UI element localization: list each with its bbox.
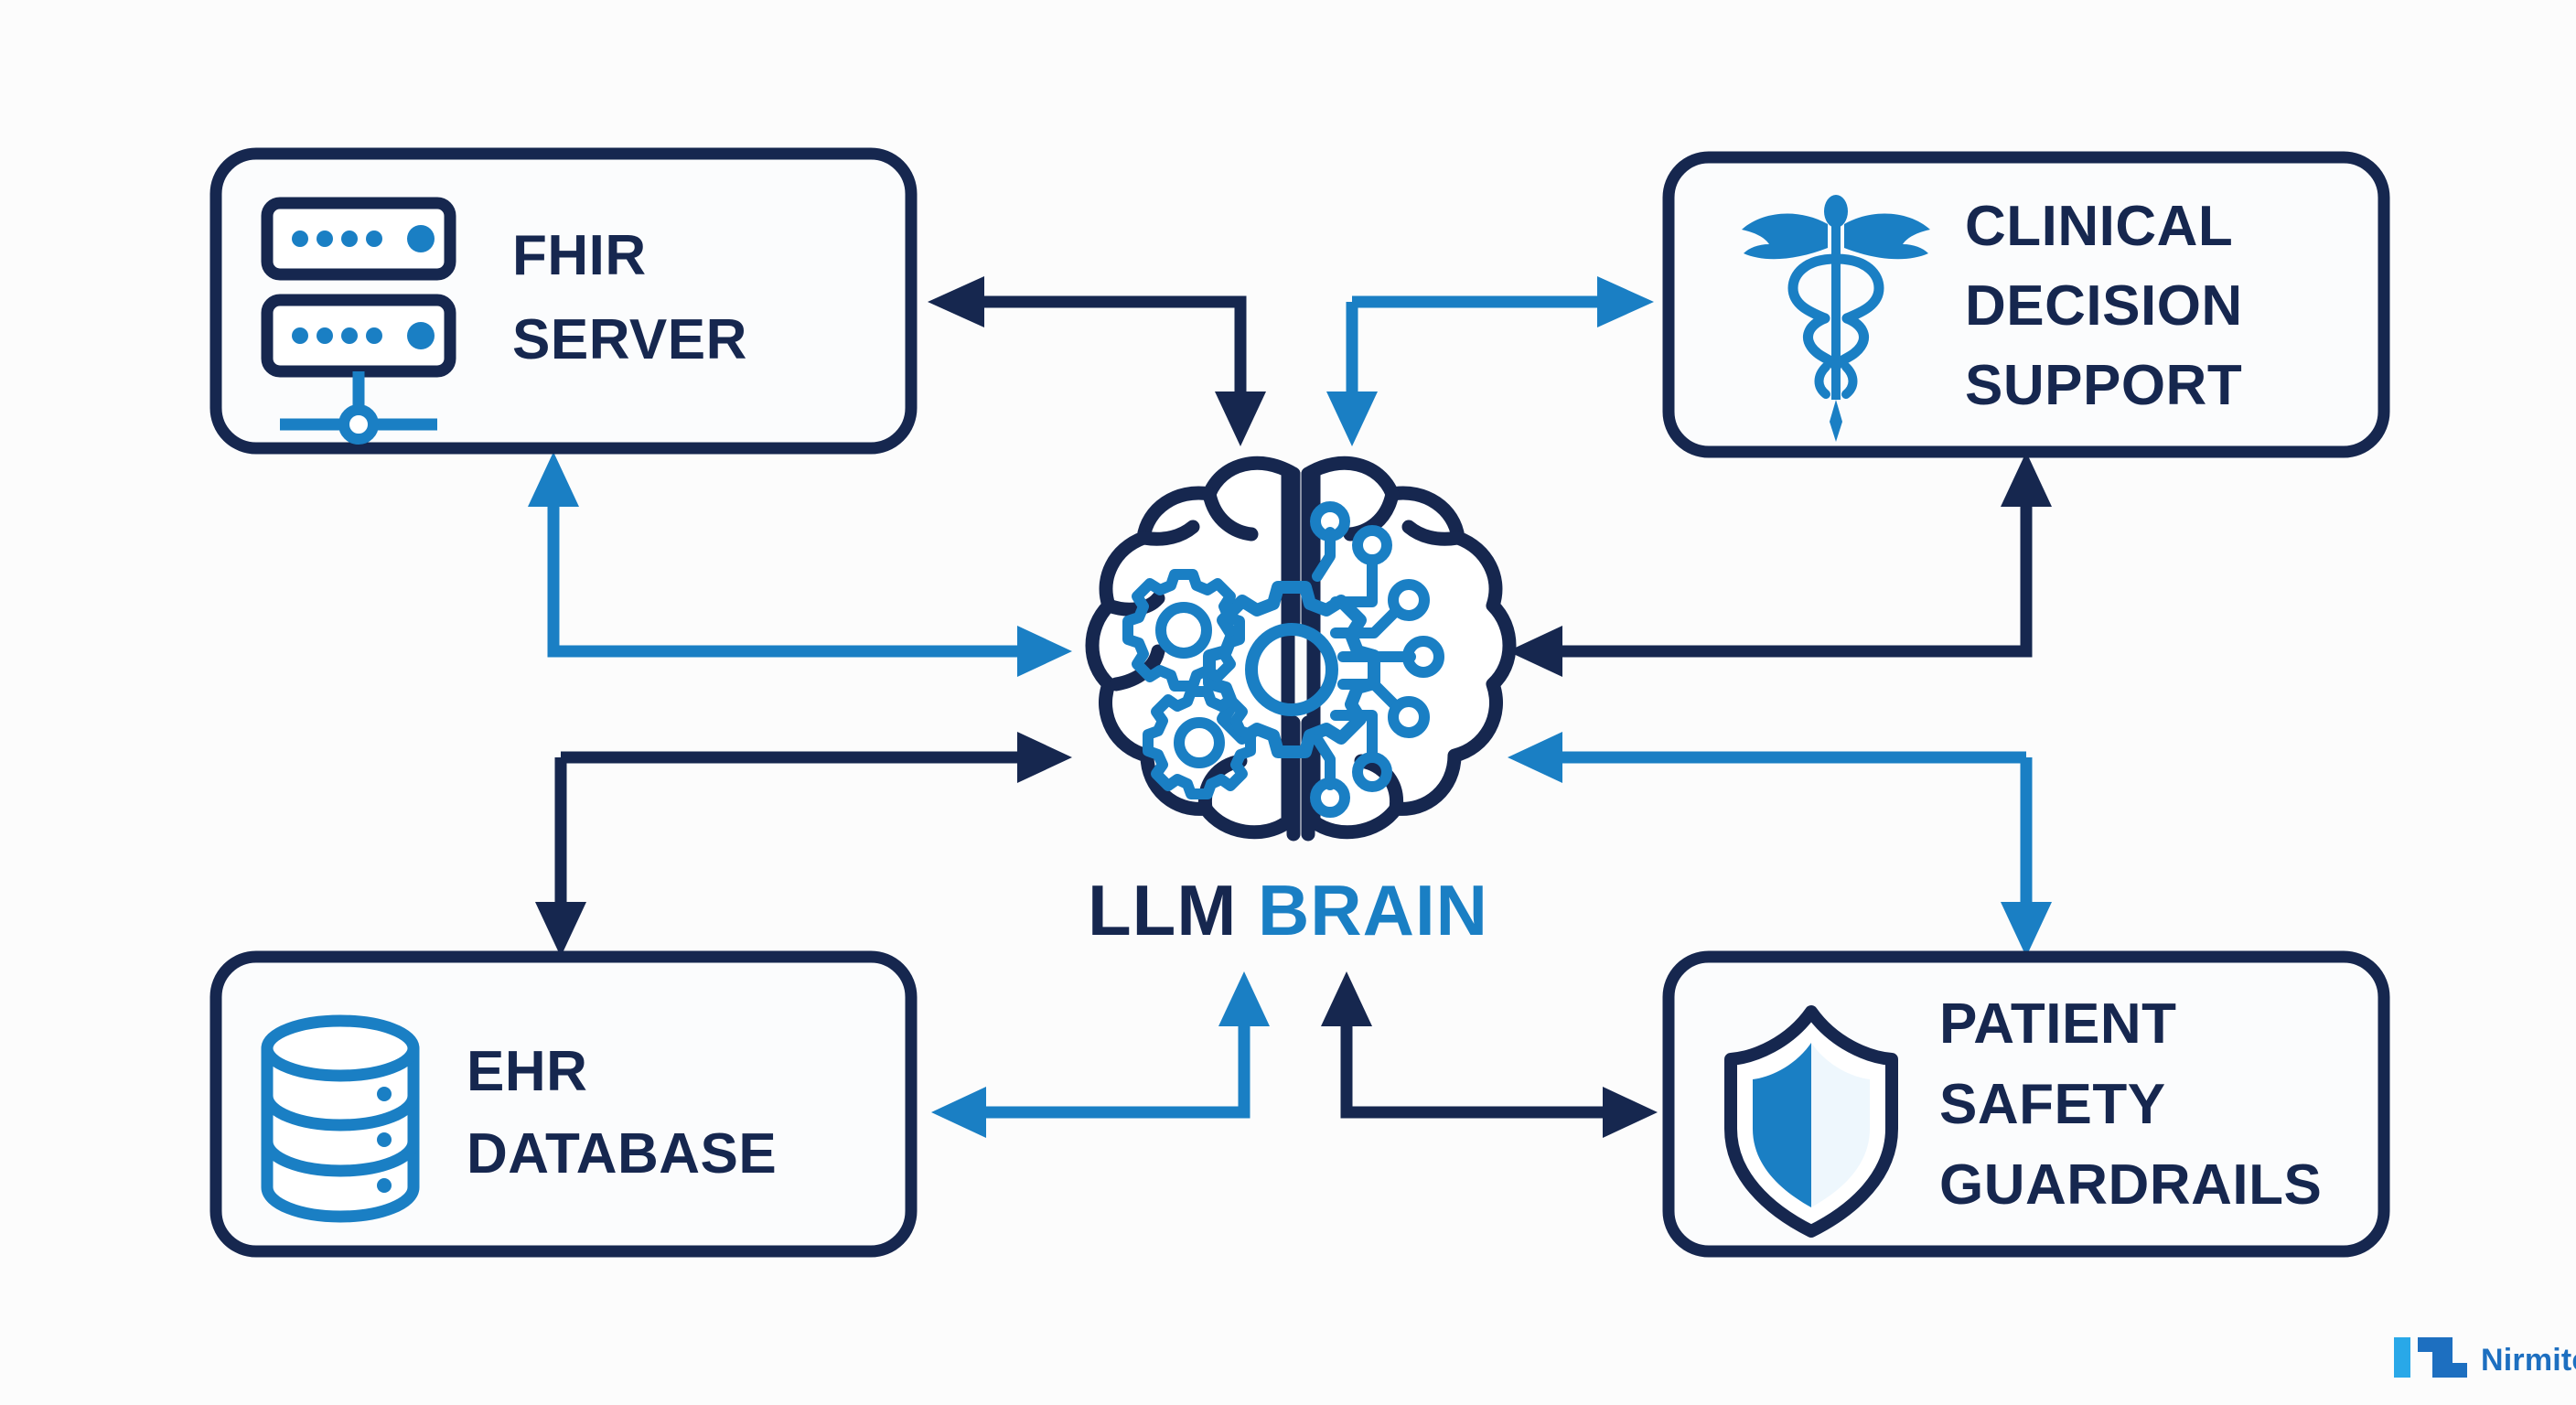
connections-layer bbox=[528, 276, 2052, 1138]
llm-brain-label-brain: BRAIN bbox=[1258, 870, 1488, 950]
llm-brain-label-llm: LLM bbox=[1088, 870, 1237, 950]
patient-safety-guardrails-label-line-2: SAFETY bbox=[1939, 1073, 2166, 1136]
llm-brain-node[interactable]: LLM BRAIN bbox=[1085, 456, 1517, 950]
patient-safety-guardrails-label-line-1: PATIENT bbox=[1939, 992, 2177, 1056]
nirmitee-watermark-text: Nirmitee.io bbox=[2481, 1343, 2576, 1378]
ehr-database-label-line-2: DATABASE bbox=[467, 1122, 777, 1185]
connection-brain-to-ehr bbox=[535, 732, 1072, 957]
shield-icon bbox=[1724, 1005, 1898, 1238]
node-card-ehr-database[interactable]: EHR DATABASE bbox=[209, 950, 918, 1258]
clinical-decision-support-label-line-2: DECISION bbox=[1965, 274, 2243, 338]
connection-fhir-to-brain bbox=[528, 452, 1072, 677]
connection-guardrails-to-brain bbox=[1508, 732, 2052, 957]
llm-brain-label: LLM BRAIN bbox=[1088, 870, 1488, 950]
nirmitee-watermark[interactable]: Nirmitee.io bbox=[2394, 1337, 2576, 1378]
server-rack-icon bbox=[261, 197, 456, 445]
node-card-clinical-decision-support[interactable]: CLINICAL DECISION SUPPORT bbox=[1662, 151, 2390, 458]
connection-brain-to-cds bbox=[1326, 276, 1654, 446]
nirmitee-logo-mark bbox=[2394, 1337, 2467, 1378]
fhir-server-label-line-2: SERVER bbox=[512, 308, 747, 371]
caduceus-icon bbox=[1742, 195, 1930, 442]
node-card-fhir-server[interactable]: FHIR SERVER bbox=[209, 147, 918, 455]
connection-ehr-to-brain bbox=[931, 971, 1270, 1138]
ehr-database-label-line-1: EHR bbox=[467, 1040, 587, 1103]
fhir-server-label-line-1: FHIR bbox=[512, 224, 647, 287]
node-card-patient-safety-guardrails[interactable]: PATIENT SAFETY GUARDRAILS bbox=[1662, 950, 2390, 1258]
clinical-decision-support-label-line-1: CLINICAL bbox=[1965, 195, 2233, 258]
patient-safety-guardrails-label-line-3: GUARDRAILS bbox=[1939, 1153, 2322, 1217]
clinical-decision-support-label-line-3: SUPPORT bbox=[1965, 354, 2242, 417]
connection-cds-to-brain bbox=[1508, 452, 2052, 677]
database-cylinder-icon bbox=[261, 1014, 420, 1223]
connection-brain-to-fhir bbox=[928, 276, 1266, 446]
brain-circuit-gears-icon bbox=[1085, 456, 1517, 842]
connection-brain-to-guardrails bbox=[1321, 971, 1658, 1138]
